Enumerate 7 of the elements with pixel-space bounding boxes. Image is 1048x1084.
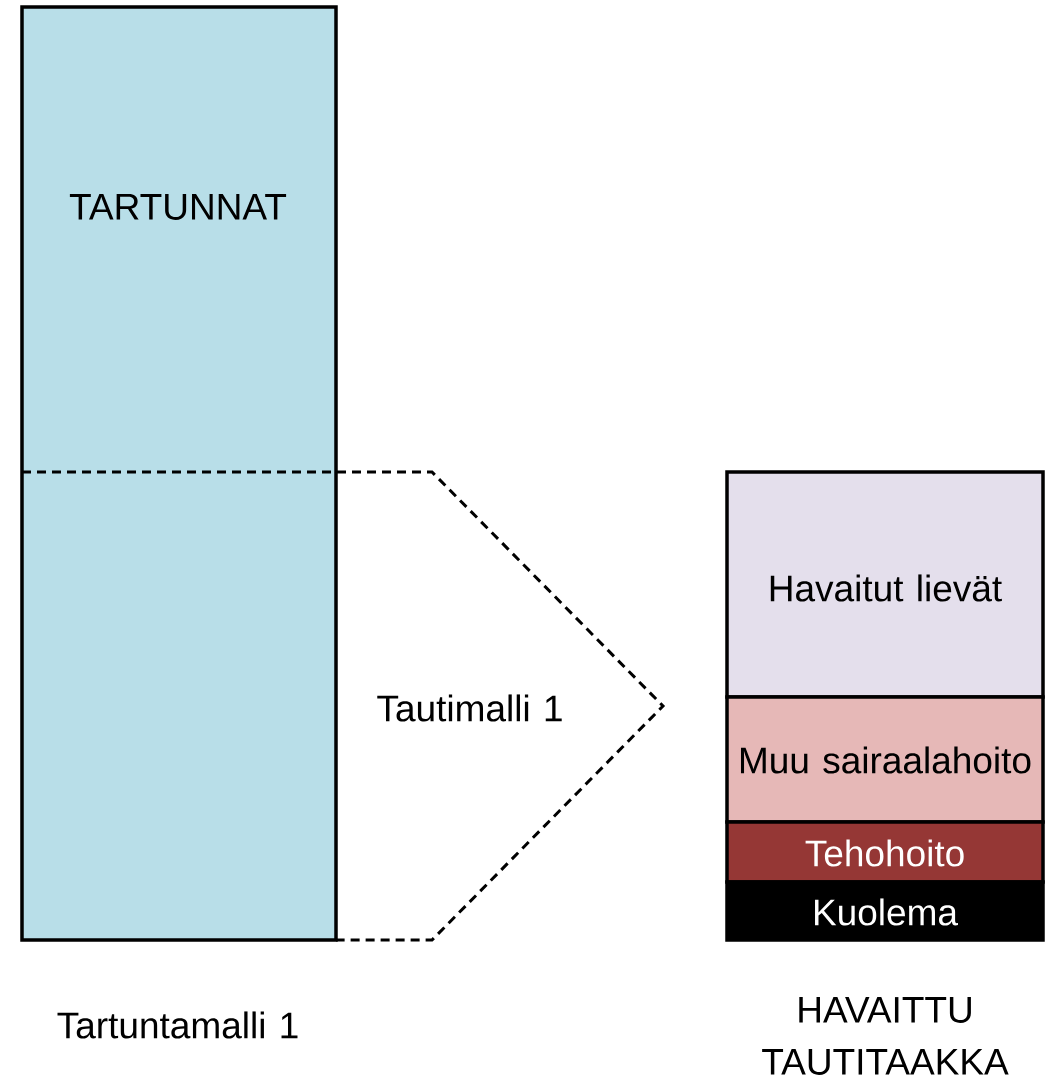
stack-segment: Kuolema <box>725 880 1045 942</box>
stack-caption: HAVAITTU TAUTITAAKKA <box>762 997 1009 1075</box>
stack-segment: Tehohoito <box>725 820 1045 884</box>
stack-segment: Muu sairaalahoito <box>725 695 1045 824</box>
stack-segment: Havaitut lievät <box>725 470 1045 699</box>
column-box: TARTUNNAT <box>20 5 338 942</box>
model-caption: Tartuntamalli 1 <box>57 1011 298 1039</box>
